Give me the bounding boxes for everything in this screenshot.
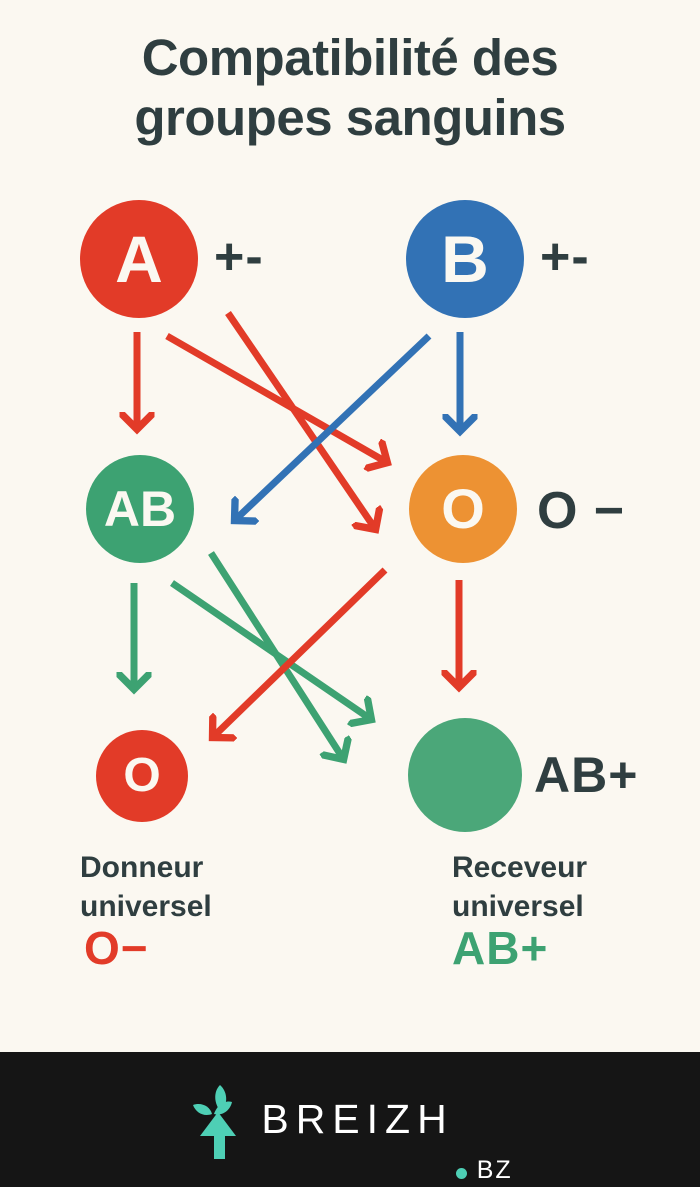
- node-blood-group-abplus: [408, 718, 522, 832]
- node-a-letter: A: [115, 222, 163, 296]
- title-line-1: Compatibilité des: [141, 29, 559, 86]
- footer-bar: BREIZH BZ: [0, 1052, 700, 1187]
- page-title: Compatibilité des groupes sanguins: [0, 28, 700, 147]
- donor-line-2: universel: [80, 890, 212, 923]
- brand-tld: BZ: [476, 1156, 513, 1184]
- donor-line-1: Donneur: [80, 851, 204, 884]
- node-b-letter: B: [441, 222, 489, 296]
- arrow-a-to-o: [165, 332, 388, 463]
- arrow-b-to-ab: [234, 333, 432, 521]
- caption-universal-receiver: Receveur universel: [452, 848, 587, 926]
- arrow-a-to-o-second: [225, 311, 376, 530]
- label-abplus: AB+: [534, 747, 639, 803]
- caption-universal-donor: Donneur universel: [80, 848, 212, 926]
- node-ab-letter: AB: [103, 481, 177, 537]
- node-o-red-letter: O: [123, 749, 161, 802]
- donor-type: O−: [84, 922, 149, 974]
- node-o-letter: O: [441, 477, 485, 540]
- breizh-plant-arrow-icon: [193, 1084, 237, 1159]
- arrow-ab-to-abplus-second: [208, 551, 344, 760]
- brand-dot-icon: [455, 1168, 467, 1179]
- label-o-rhesus: O −: [537, 482, 626, 540]
- arrow-o-to-o-red: [212, 567, 388, 738]
- arrow-ab-to-abplus: [170, 580, 372, 720]
- label-b-rhesus: +-: [540, 228, 590, 286]
- title-line-2: groupes sanguins: [134, 88, 566, 146]
- node-blood-group-ab: AB: [86, 455, 194, 563]
- node-blood-group-b: B: [406, 200, 524, 318]
- receiver-line-2: universel: [452, 890, 584, 923]
- node-blood-group-a: A: [80, 200, 198, 318]
- brand-name: BREIZH: [261, 1096, 454, 1142]
- label-a-rhesus: +-: [214, 228, 264, 286]
- receiver-type: AB+: [452, 922, 549, 974]
- node-blood-group-o-red: O: [96, 730, 188, 822]
- node-blood-group-o-orange: O: [409, 455, 517, 563]
- receiver-line-1: Receveur: [452, 851, 588, 884]
